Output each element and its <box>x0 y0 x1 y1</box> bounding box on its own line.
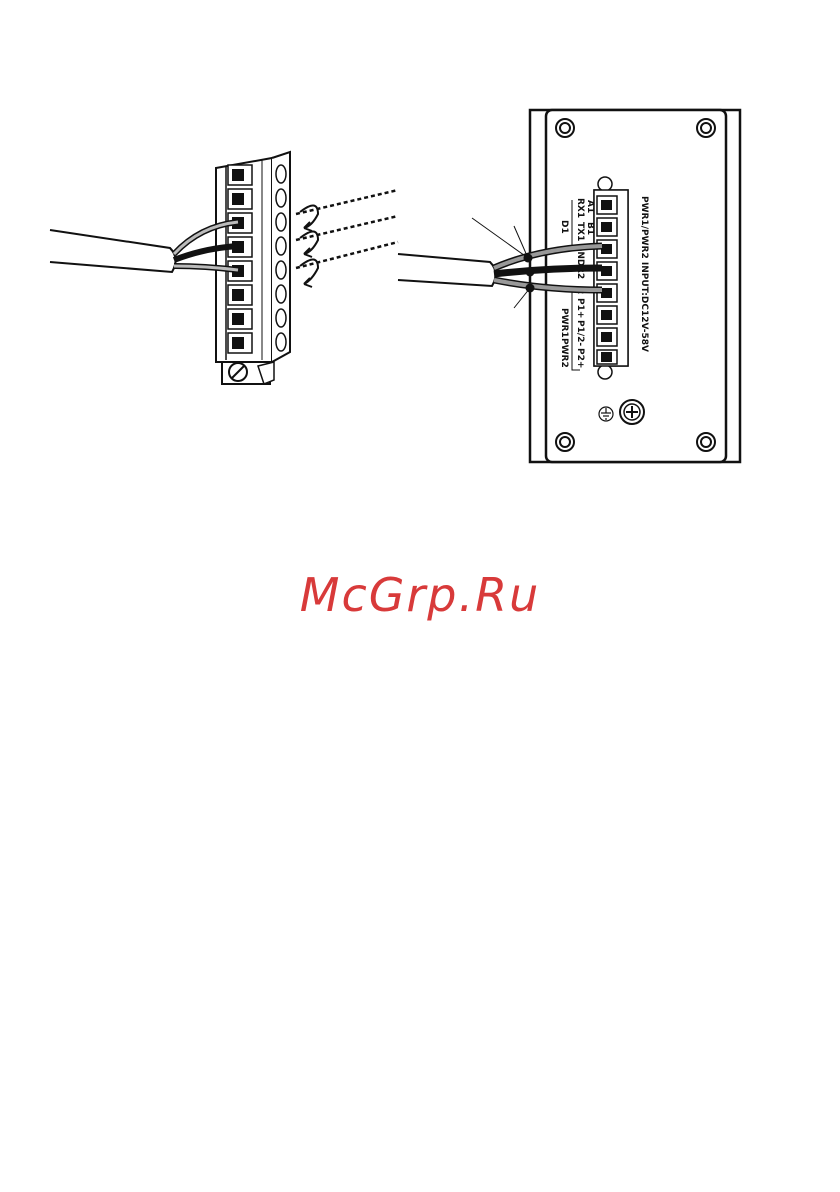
label-p2-plus: P2+ <box>575 348 585 368</box>
tighten-arrows <box>300 205 318 287</box>
label-b1: B1 <box>585 222 595 235</box>
label-pwr2: PWR2 <box>559 338 569 368</box>
watermark: McGrp.Ru <box>0 568 840 622</box>
input-rating-label: PWR1/PWR2 INPUT:DC12V-58V <box>639 196 649 352</box>
device-terminal-slots <box>597 196 617 364</box>
label-p1-p2-minus: P1/2- <box>575 320 585 346</box>
label-a1: A1 <box>585 200 595 213</box>
label-pwr1: PWR1 <box>559 308 569 338</box>
label-rx1: RX1 <box>575 198 585 218</box>
label-d1: D1 <box>559 220 569 234</box>
label-tx1: TX1 <box>575 222 585 241</box>
ground-screw-icon <box>620 400 644 424</box>
left-cable <box>50 222 238 272</box>
label-p1-plus: P1+ <box>575 298 585 318</box>
